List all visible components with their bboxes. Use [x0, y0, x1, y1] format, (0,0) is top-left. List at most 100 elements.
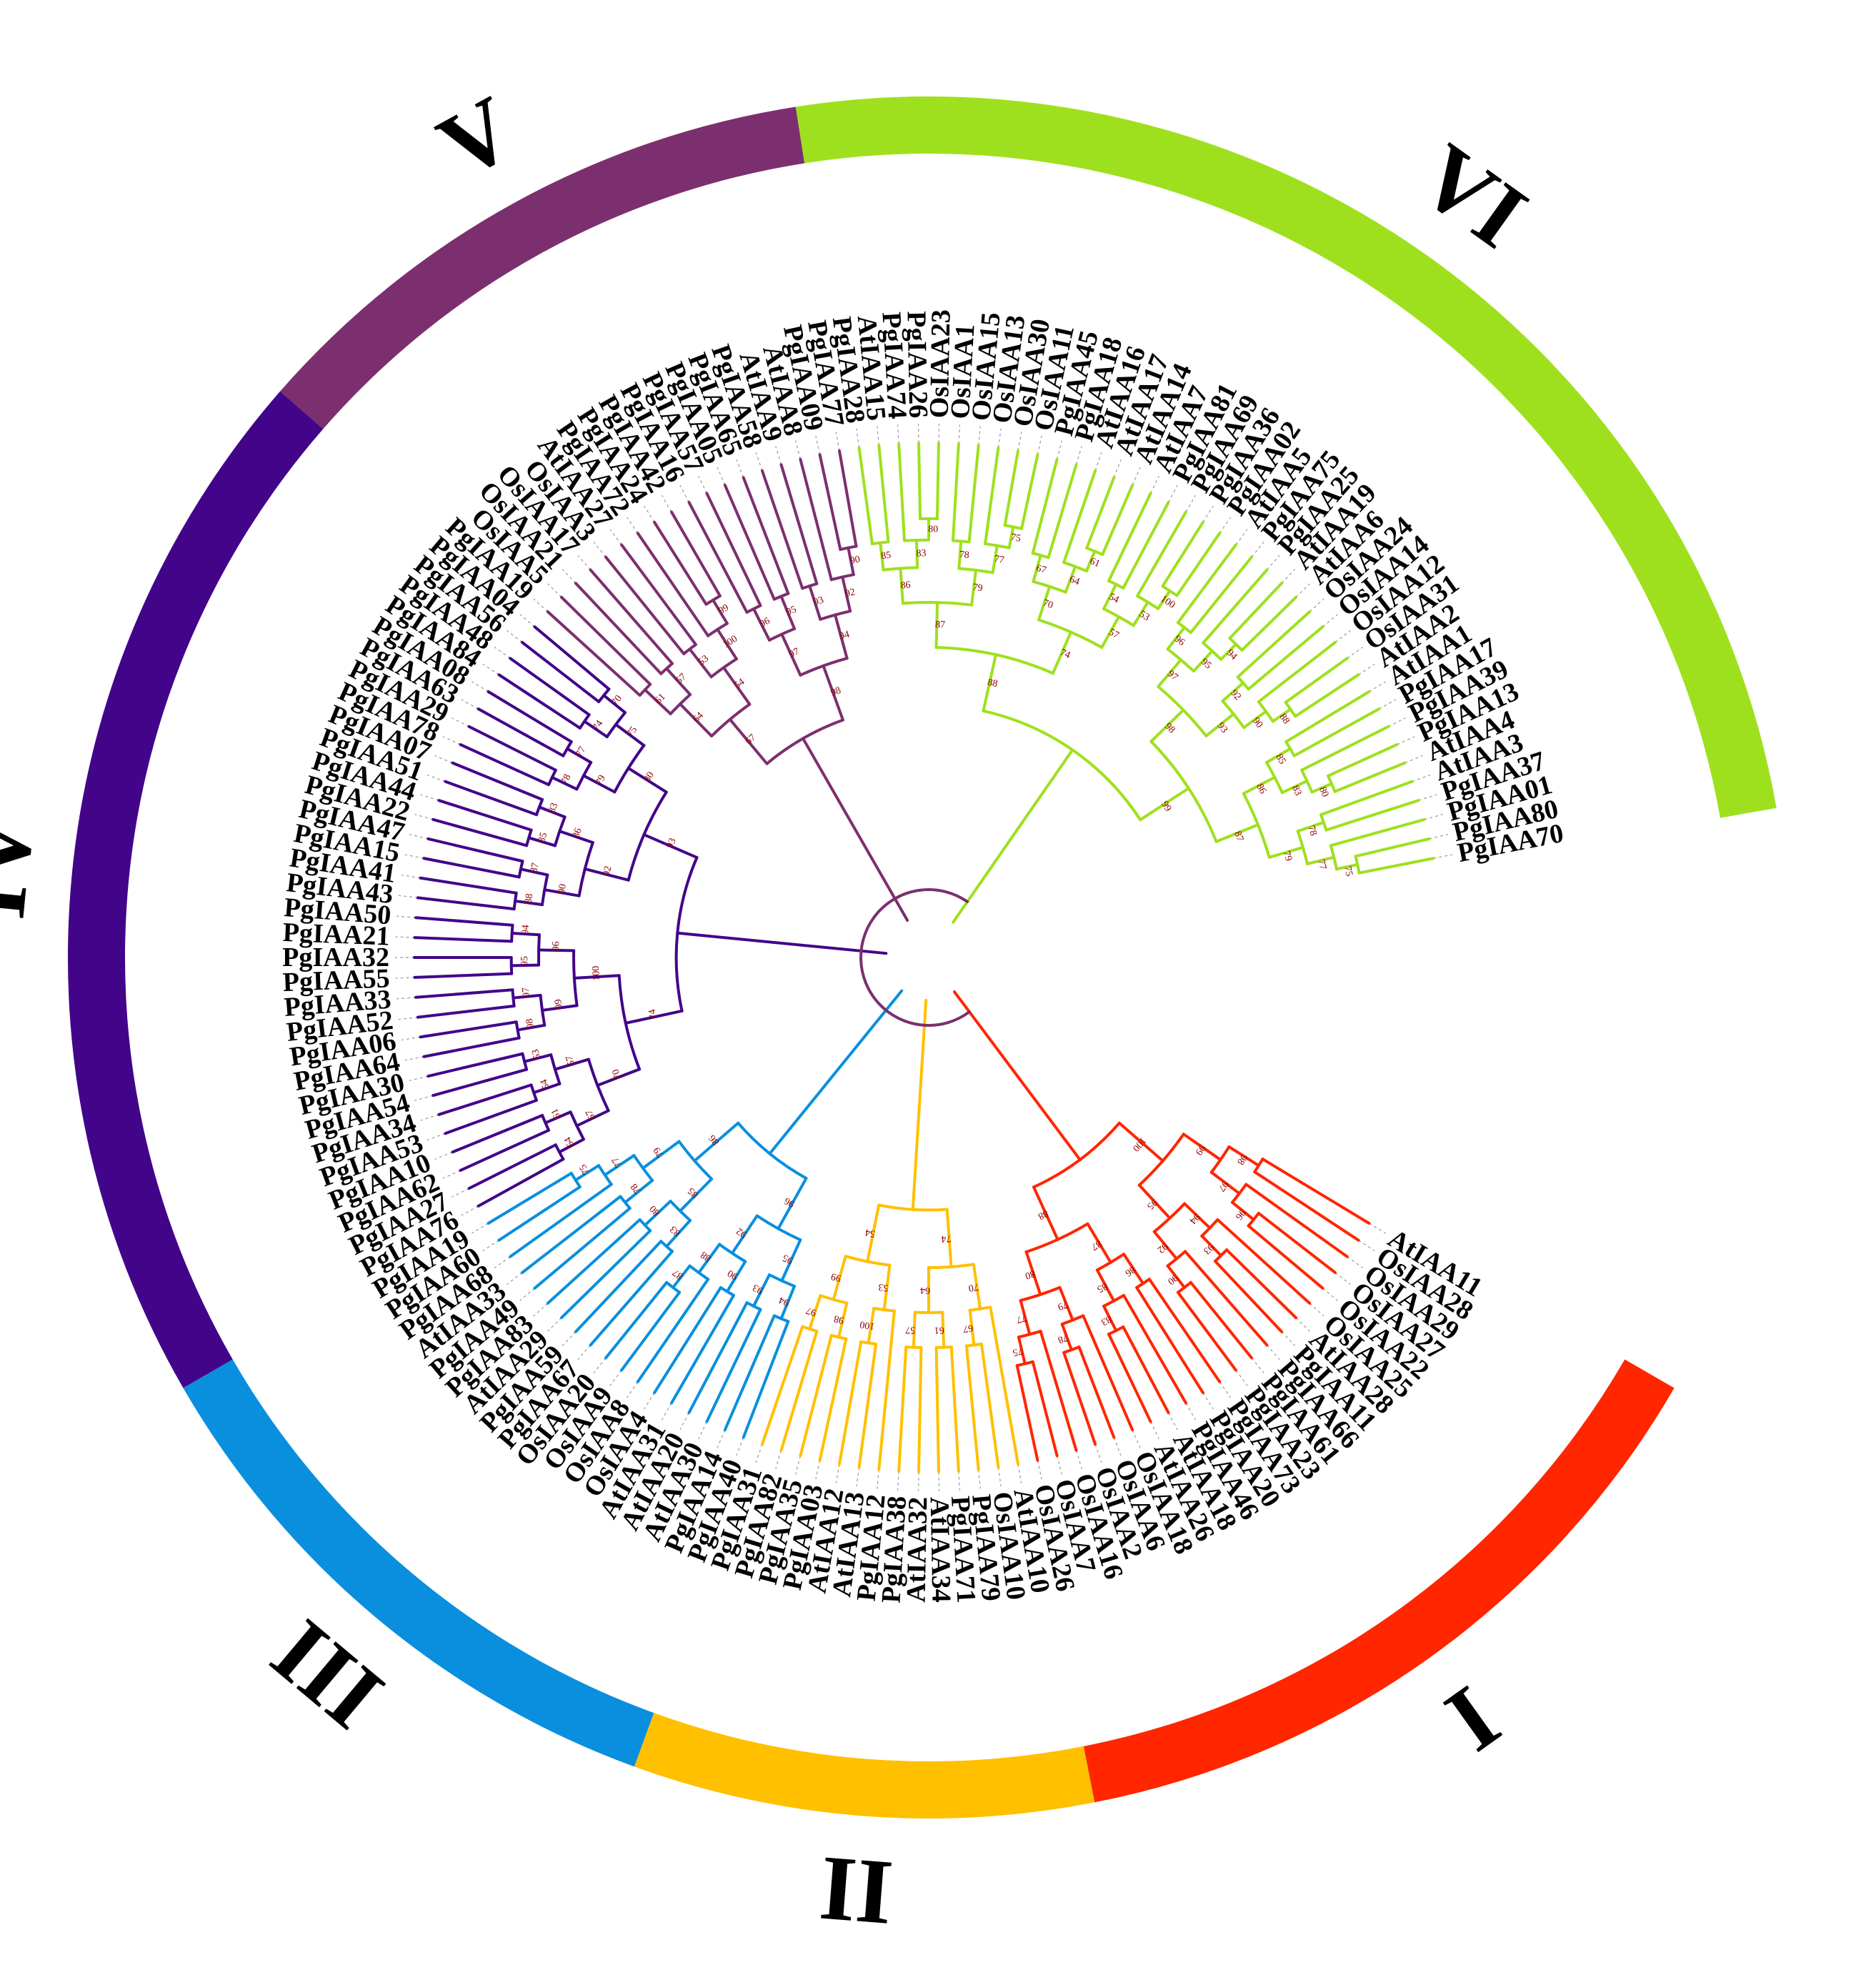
branch-segment — [533, 1206, 632, 1290]
bootstrap-value: 57 — [564, 1054, 577, 1067]
bootstrap-value: 74 — [941, 1233, 952, 1244]
bootstrap-value: 75 — [1342, 865, 1354, 877]
branch-arc — [707, 622, 729, 637]
bootstrap-value: 86 — [1254, 782, 1268, 795]
branch-arc — [597, 1164, 613, 1186]
bootstrap-value: 57 — [905, 1324, 916, 1335]
branch-segment — [1060, 1323, 1073, 1352]
leaf-label: OsIAA1 — [945, 323, 981, 419]
leaf-label: PgIAA21 — [282, 917, 390, 952]
branch-segment — [1253, 1170, 1360, 1242]
branch-segment — [1202, 568, 1269, 645]
branch-segment — [1221, 681, 1245, 702]
branch-segment — [624, 1009, 684, 1025]
leaf-guide — [609, 529, 622, 545]
branch-arc — [1231, 1183, 1248, 1204]
branch-segment — [540, 1004, 579, 1012]
branch-arc — [1300, 768, 1314, 794]
branch-segment — [688, 647, 713, 679]
leaf-guide — [736, 1437, 744, 1456]
branch-segment — [979, 1343, 1000, 1469]
branch-arc — [1157, 685, 1208, 737]
leaf-guide — [1251, 542, 1264, 557]
branch-segment — [1242, 775, 1277, 795]
bootstrap-value: 92 — [601, 865, 614, 877]
branch-segment — [451, 761, 544, 802]
leaf-guide — [1017, 1463, 1022, 1483]
branch-segment — [509, 1183, 613, 1258]
leaf-guide — [736, 459, 744, 478]
bootstrap-value: 95 — [781, 1252, 794, 1265]
branch-segment — [604, 555, 686, 655]
backbone-segment — [768, 989, 904, 1155]
branch-segment — [643, 688, 672, 715]
bootstrap-value: 99 — [830, 1270, 843, 1283]
branch-arc — [1095, 1253, 1126, 1272]
branch-segment — [1236, 610, 1312, 679]
bootstrap-value: 83 — [916, 548, 926, 559]
leaf-guide — [626, 1381, 639, 1398]
branch-segment — [1213, 1260, 1284, 1333]
branch-segment — [1257, 640, 1337, 704]
branch-segment — [882, 1263, 892, 1312]
branch-segment — [477, 1158, 565, 1208]
branch-segment — [679, 1177, 714, 1213]
bootstrap-value: 95 — [519, 956, 530, 966]
bootstrap-value: 78 — [959, 549, 969, 561]
bootstrap-value: 78 — [559, 772, 574, 786]
bootstrap-value: 78 — [629, 1181, 643, 1195]
branch-segment — [779, 1285, 797, 1320]
branch-segment — [1122, 1293, 1187, 1405]
leaf-guide — [609, 1370, 622, 1386]
branch-segment — [572, 974, 621, 980]
branch-arc — [1135, 1278, 1151, 1289]
branch-segment — [1064, 564, 1077, 594]
bootstrap-value: 77 — [610, 1155, 624, 1169]
leaf-guide — [1235, 1370, 1248, 1386]
bootstrap-value: 54 — [864, 1226, 877, 1238]
leaf-guide — [442, 1170, 461, 1179]
branch-segment — [544, 1110, 572, 1125]
branch-segment — [1200, 1234, 1223, 1258]
branch-segment — [1086, 1222, 1112, 1264]
leaf-guide — [775, 1450, 782, 1469]
bootstrap-value: 86 — [707, 1133, 722, 1147]
branch-segment — [459, 1128, 551, 1172]
branch-arc — [882, 566, 919, 572]
branch-segment — [1132, 600, 1149, 627]
leaf-guide — [877, 1469, 879, 1489]
branch-segment — [431, 817, 529, 847]
bootstrap-value: 78 — [1305, 825, 1319, 837]
branch-segment — [1095, 1268, 1116, 1303]
branch-segment — [1122, 1325, 1170, 1415]
leaf-guide — [519, 614, 535, 627]
bootstrap-value: 64 — [1068, 574, 1081, 587]
branch-segment — [723, 483, 776, 601]
branch-segment — [1107, 1333, 1152, 1423]
leaf-guide — [958, 424, 961, 444]
bootstrap-value: 64 — [691, 710, 705, 725]
bootstrap-value: 93 — [664, 837, 678, 850]
bootstrap-value: 61 — [1088, 556, 1102, 569]
branch-segment — [665, 667, 692, 696]
clade-numeral: I — [1428, 1666, 1517, 1771]
branch-arc — [511, 988, 516, 1008]
clade-numeral: V — [422, 76, 531, 199]
branch-segment — [799, 457, 833, 582]
leaf-guide — [717, 1429, 726, 1448]
leaf-guide — [562, 569, 577, 584]
bootstrap-value: 99 — [717, 602, 731, 617]
branch-segment — [1082, 1314, 1134, 1432]
leaf-guide — [1281, 1331, 1296, 1346]
branch-segment — [1031, 1360, 1059, 1458]
bootstrap-value: 75 — [1009, 532, 1022, 544]
branch-segment — [1247, 625, 1324, 691]
bootstrap-value: 88 — [1037, 1208, 1050, 1221]
branch-segment — [1039, 1330, 1078, 1452]
branch-segment — [603, 1154, 636, 1177]
branch-arc — [688, 1264, 710, 1281]
branch-segment — [431, 1068, 529, 1098]
branch-segment — [818, 453, 842, 551]
leaf-guide — [1404, 755, 1423, 764]
